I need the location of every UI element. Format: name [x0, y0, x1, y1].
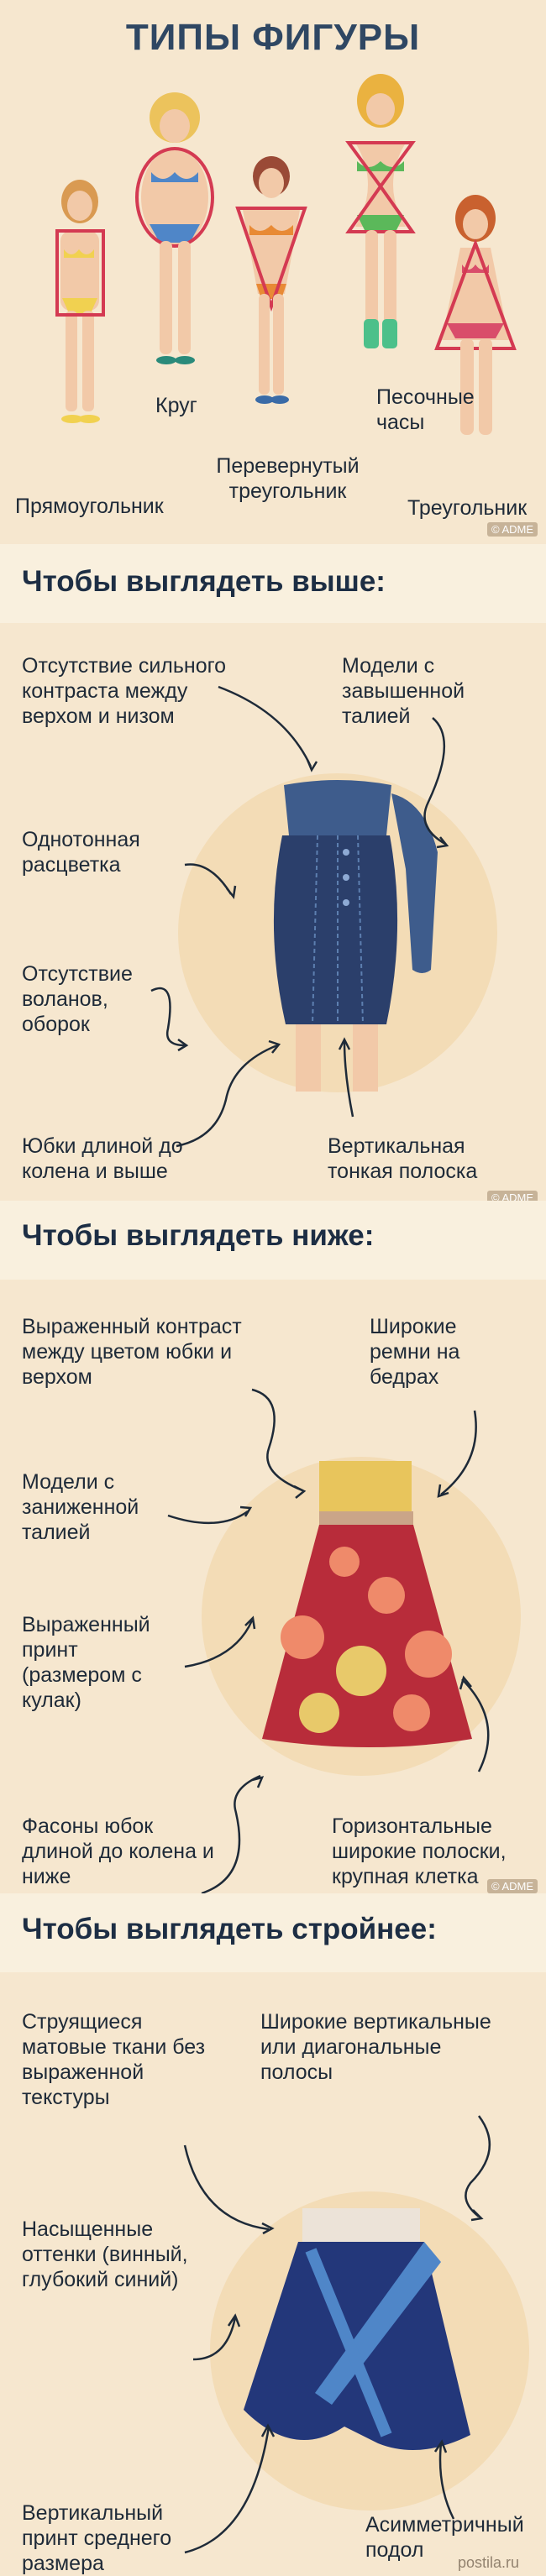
figure-hourglass — [345, 74, 416, 348]
note-slimmer-rich-colors: Насыщенные оттенки (винный, глубокий син… — [22, 2217, 188, 2291]
note-slimmer-diagonal-stripes: Широкие вертикальные или диагональные по… — [260, 2010, 491, 2084]
note-shorter-wide-belts: Широкие ремни на бедрах — [370, 1315, 460, 1389]
figure-inverted-triangle — [235, 156, 307, 404]
figure-label-circle: Круг — [155, 394, 197, 417]
credit-badge: © ADME — [487, 522, 538, 537]
note-taller-knee-length: Юбки длиной до колена и выше — [22, 1134, 183, 1183]
watermark: postila.ru — [458, 2554, 520, 2571]
page-title: ТИПЫ ФИГУРЫ — [125, 17, 421, 58]
section-title-shorter: Чтобы выглядеть ниже: — [22, 1219, 375, 1252]
figure-label-rectangle: Прямоугольник — [15, 495, 164, 518]
note-taller-no-frills: Отсутствие воланов, оборок — [22, 962, 133, 1036]
note-shorter-contrast: Выраженный контраст между цветом юбки и … — [22, 1315, 242, 1389]
note-shorter-low-waist: Модели с заниженной талией — [22, 1470, 139, 1544]
note-slimmer-matte-fabric: Струящиеся матовые ткани без выраженной … — [22, 2010, 206, 2109]
arrows-section-3 — [183, 2115, 491, 2554]
note-shorter-below-knee: Фасоны юбок длиной до колена и ниже — [22, 1814, 214, 1888]
section-title-taller: Чтобы выглядеть выше: — [22, 565, 386, 598]
section-header-slimmer — [0, 1893, 546, 1972]
section-title-slimmer: Чтобы выглядеть стройнее: — [22, 1913, 437, 1945]
note-shorter-horizontal-stripes: Горизонтальные широкие полоски, крупная … — [332, 1814, 507, 1888]
figure-label-hourglass: Песочные часы — [376, 385, 475, 434]
figure-circle — [135, 92, 214, 364]
figure-label-inverted-triangle: Перевернутый треугольник — [216, 454, 360, 503]
figure-triangle — [434, 195, 517, 435]
figure-rectangle — [55, 180, 105, 423]
asymmetric-skirt-illustration — [210, 2191, 529, 2511]
note-shorter-print: Выраженный принт (размером с кулак) — [22, 1613, 150, 1712]
note-slimmer-vertical-print: Вертикальный принт среднего размера — [22, 2501, 172, 2575]
credit-badge: © ADME — [487, 1879, 538, 1893]
note-taller-contrast: Отсутствие сильного контраста между верх… — [22, 654, 227, 728]
note-taller-vertical-stripe: Вертикальная тонкая полоска — [328, 1134, 478, 1183]
section-header-taller — [0, 544, 546, 623]
note-taller-solid-color: Однотонная расцветка — [22, 828, 140, 877]
note-taller-high-waist: Модели с завышенной талией — [342, 654, 465, 728]
note-slimmer-asymmetric-hem: Асимметричный подол — [365, 2513, 524, 2562]
figure-types-illustration — [55, 74, 517, 435]
figure-label-triangle: Треугольник — [407, 496, 528, 520]
maxi-skirt-illustration — [202, 1457, 521, 1776]
arrows-section-1 — [150, 685, 449, 1148]
section-header-shorter — [0, 1201, 546, 1280]
pencil-skirt-illustration — [178, 773, 497, 1092]
